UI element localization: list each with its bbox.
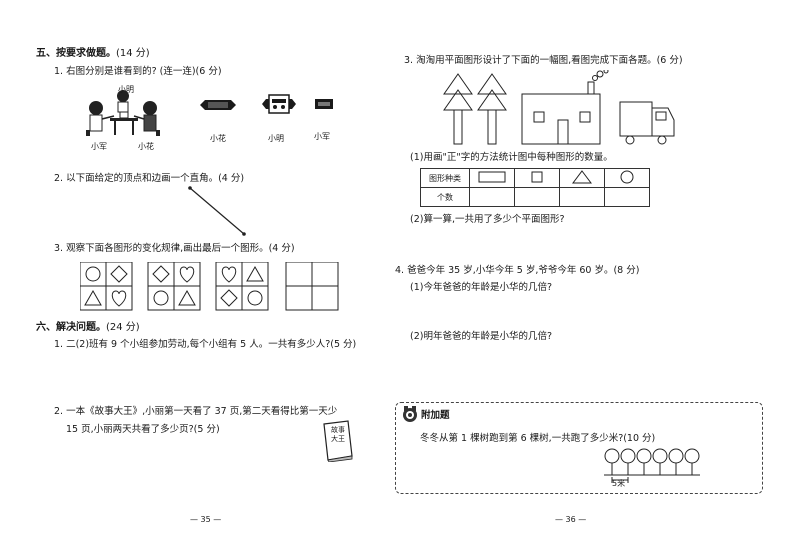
r-q4-sub2: (2)明年爸爸的年龄是小华的几倍? [410,331,552,342]
bonus-badge-icon [403,406,417,422]
truck-figure [619,101,675,145]
r-q4-sub1: (1)今年爸爸的年龄是小华的几倍? [410,282,552,293]
book-title: 故事大王 [331,426,345,443]
tally-table: 图形种类 个数 [420,168,650,207]
tally-row2-label: 个数 [420,187,470,207]
bonus-title: 附加题 [421,410,450,421]
figure-label-left: 小军 [91,142,107,151]
s5-q2-text: 2. 以下面给定的顶点和边画一个直角。(4 分) [54,173,245,184]
r-q3-text: 3. 淘淘用平面图形设计了下面的一幅图,看图完成下面各题。(6 分) [404,55,683,66]
s5-q3-text: 3. 观察下面各图形的变化规律,画出最后一个图形。(4 分) [54,243,295,254]
distance-label: 5米 [612,479,626,488]
tree-figure [477,73,507,145]
pattern-grid-1 [80,262,133,311]
r-q3-sub2: (2)算一算,一共用了多少个平面图形? [410,214,565,225]
six-trees-figure [604,448,700,476]
pattern-grids [80,262,339,311]
tally-cell[interactable] [604,187,650,207]
pattern-grid-answer [285,262,339,311]
house-figure [521,70,609,145]
pattern-grid-2 [147,262,201,311]
section5-heading: 五、按要求做题。(14 分) [36,48,150,59]
distance-bracket [611,477,629,483]
book-icon: 故事大王 [320,420,354,462]
tally-cell[interactable] [469,187,515,207]
tally-row1-label: 图形种类 [420,168,470,188]
circle-icon [85,266,101,282]
page-number-right: — 36 — [555,515,587,524]
triangle-icon [84,289,102,306]
s6-q2-line2: 15 页,小丽两天共看了多少页?(5 分) [66,424,220,435]
bonus-text: 冬冬从第 1 棵树跑到第 6 棵树,一共跑了多少米?(10 分) [420,433,656,444]
r-q3-sub1: (1)用画"正"字的方法统计图中每种图形的数量。 [410,152,613,163]
triangle-icon [572,170,592,184]
view-shape-2 [262,94,296,114]
s6-q2-line1: 2. 一本《故事大王》,小丽第一天看了 37 页,第二天看得比第一天少 [54,406,338,417]
view-label-3: 小军 [314,132,330,141]
heart-icon [111,290,127,307]
diamond-icon [110,265,128,283]
view-label-2: 小明 [268,134,284,143]
view-shape-1 [200,100,236,110]
children-figure [86,90,160,136]
tally-cell[interactable] [559,187,605,207]
view-label-1: 小花 [210,134,226,143]
circle-icon [620,170,634,184]
view-shape-3 [315,99,333,109]
r-q4-text: 4. 爸爸今年 35 岁,小华今年 5 岁,爷爷今年 60 岁。(8 分) [395,265,640,276]
figure-label-right: 小花 [138,142,154,151]
shape-picture [443,70,675,145]
page-number-left: — 35 — [190,515,222,524]
tree-figure [443,73,473,145]
s6-q1-text: 1. 二(2)班有 9 个小组参加劳动,每个小组有 5 人。一共有多少人?(5 … [54,339,357,350]
figure-label-top: 小明 [118,85,134,94]
given-ray [188,186,246,236]
pattern-grid-3 [215,262,269,311]
tally-cell[interactable] [514,187,560,207]
rectangle-icon [478,171,506,183]
bonus-box [395,402,763,494]
s5-q1-text: 1. 右图分别是谁看到的? (连一连)(6 分) [54,66,222,77]
section6-heading: 六、解决问题。(24 分) [36,322,140,333]
square-icon [531,171,543,183]
